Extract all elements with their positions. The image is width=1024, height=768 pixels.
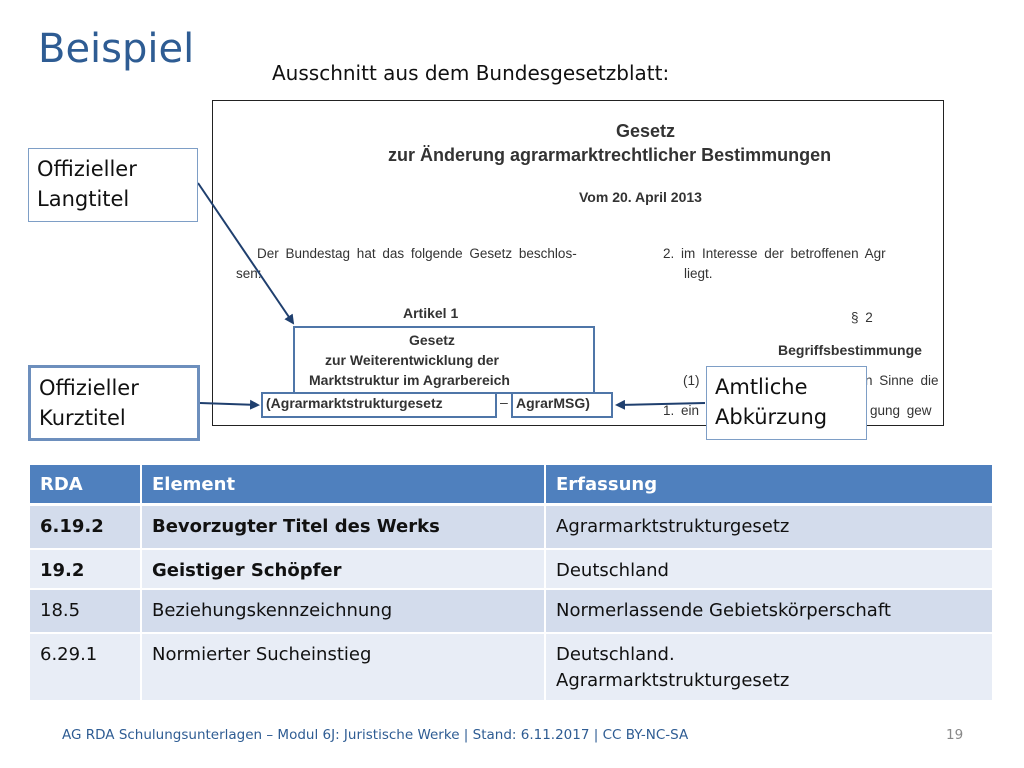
cell-erfassung: Normerlassende Gebietskörperschaft (545, 588, 994, 634)
slide-title: Beispiel (38, 26, 195, 72)
gazette-text-line: n Sinne die (865, 373, 939, 388)
cell-rda: 6.29.1 (30, 632, 142, 702)
gazette-date: Vom 20. April 2013 (579, 189, 702, 205)
callout-abkuerzung-line-1: Amtliche (715, 375, 808, 399)
callout-abkuerzung: Amtliche Abkürzung (706, 366, 867, 440)
rda-table: RDA Element Erfassung 6.19.2 Bevorzugter… (30, 465, 994, 702)
cell-erfassung: Agrarmarktstrukturgesetz (545, 504, 994, 550)
section-number: § 2 (851, 310, 873, 325)
gazette-text-line: gung gew (870, 403, 932, 418)
callout-kurztitel-line-2: Kurztitel (39, 406, 126, 430)
gazette-text-line: sen: (236, 266, 262, 281)
callout-langtitel-line-1: Offizieller (37, 157, 137, 181)
gazette-text-line: (1) (683, 373, 700, 388)
callout-kurztitel-line-1: Offizieller (39, 376, 139, 400)
langtitel-arrow (197, 182, 295, 325)
gazette-text-line: Der Bundestag hat das folgende Gesetz be… (257, 246, 577, 261)
gazette-text-line: 1. ein (663, 403, 700, 418)
cell-rda: 18.5 (30, 588, 142, 634)
kurztitel-arrow (199, 399, 260, 410)
column-header-rda: RDA (30, 465, 142, 506)
law-title-line: Gesetz (409, 332, 455, 348)
callout-langtitel-line-2: Langtitel (37, 187, 130, 211)
gazette-text-line: 2. im Interesse der betroffenen Agr (663, 246, 886, 261)
cell-erfassung: Deutschland (545, 548, 994, 590)
gazette-heading-line-2: zur Änderung agrarmarktrechtlicher Besti… (388, 145, 832, 165)
table-row: 6.19.2 Bevorzugter Titel des Werks Agrar… (30, 504, 994, 550)
cell-erfassung: Deutschland. Agrarmarktstrukturgesetz (545, 632, 994, 702)
table-header-row: RDA Element Erfassung (30, 465, 994, 506)
abbreviation-highlight (511, 392, 613, 418)
abkuerzung-arrow (615, 399, 706, 410)
cell-rda: 19.2 (30, 548, 142, 590)
table-row: 19.2 Geistiger Schöpfer Deutschland (30, 548, 994, 590)
cell-element: Normierter Sucheinstieg (141, 632, 546, 702)
abbreviation-text: AgrarMSG) (516, 395, 590, 411)
cell-erfassung-line-1: Deutschland. (556, 643, 675, 665)
cell-rda: 6.19.2 (30, 504, 142, 550)
table-row: 18.5 Beziehungskennzeichnung Normerlasse… (30, 588, 994, 634)
cell-element: Bevorzugter Titel des Werks (141, 504, 546, 550)
column-header-element: Element (141, 465, 546, 506)
page-number: 19 (946, 727, 964, 743)
cell-erfassung-line-2: Agrarmarktstrukturgesetz (556, 669, 790, 691)
law-title-line: Marktstruktur im Agrarbereich (309, 372, 510, 388)
callout-kurztitel: Offizieller Kurztitel (28, 365, 200, 441)
short-title-dash: – (500, 394, 508, 410)
gazette-text-line: liegt. (684, 266, 713, 281)
slide-subtitle: Ausschnitt aus dem Bundesgesetzblatt: (272, 61, 670, 85)
gazette-heading: Gesetz (616, 121, 676, 141)
footer-text: AG RDA Schulungsunterlagen – Modul 6J: J… (62, 727, 689, 743)
table-row: 6.29.1 Normierter Sucheinstieg Deutschla… (30, 632, 994, 702)
cell-element: Beziehungskennzeichnung (141, 588, 546, 634)
column-header-erfassung: Erfassung (545, 465, 994, 506)
short-title-text: (Agrarmarktstrukturgesetz (266, 395, 443, 411)
callout-abkuerzung-line-2: Abkürzung (715, 405, 828, 429)
section-title: Begriffsbestimmunge (778, 342, 922, 358)
law-title-line: zur Weiterentwicklung der (325, 352, 499, 368)
short-title-highlight (261, 392, 497, 418)
cell-element: Geistiger Schöpfer (141, 548, 546, 590)
callout-langtitel: Offizieller Langtitel (28, 148, 198, 222)
article-label: Artikel 1 (403, 305, 459, 321)
